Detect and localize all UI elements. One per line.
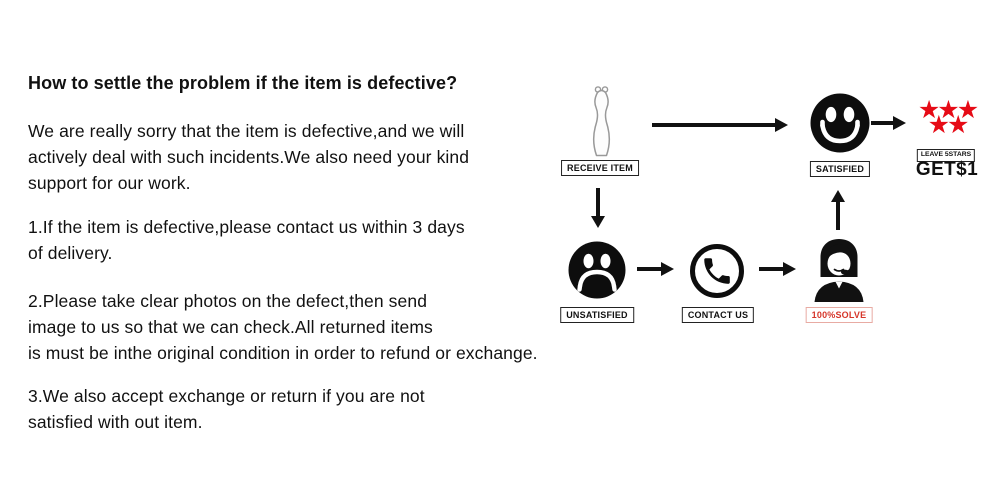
arrow-right-icon <box>637 262 674 276</box>
solve-label: 100%SOLVE <box>805 307 873 323</box>
happy-face-icon <box>810 93 870 153</box>
sad-face-icon <box>568 241 626 299</box>
arrow-right-icon <box>652 118 788 132</box>
arrow-right-icon <box>871 116 906 130</box>
get-dollar-reward-label: GET$1 <box>915 159 979 180</box>
arrow-down-icon <box>591 188 605 228</box>
apology-paragraph: We are really sorry that the item is def… <box>28 121 470 193</box>
satisfied-label: SATISFIED <box>809 161 871 177</box>
unsatisfied-label: UNSATISFIED <box>560 307 634 323</box>
page-title: How to settle the problem if the item is… <box>28 73 458 93</box>
five-stars-icon: ★★★ ★★ <box>915 96 979 139</box>
receive-item-label: RECEIVE ITEM <box>561 160 639 176</box>
policy-step-3: 3.We also accept exchange or return if y… <box>28 386 425 432</box>
arrow-right-icon <box>759 262 796 276</box>
star-row-bottom: ★★ <box>927 111 970 139</box>
policy-step-1: 1.If the item is defective,please contac… <box>28 217 465 263</box>
contact-us-label: CONTACT US <box>681 307 755 323</box>
leave-5stars-label: LEAVE 5STARS <box>916 149 976 162</box>
policy-step-2: 2.Please take clear photos on the defect… <box>28 291 538 363</box>
dress-icon <box>585 85 618 159</box>
star-row-top: ★★★ <box>917 96 979 124</box>
arrow-up-icon <box>831 190 845 230</box>
phone-icon <box>689 243 745 299</box>
customer-service-icon <box>811 236 867 303</box>
